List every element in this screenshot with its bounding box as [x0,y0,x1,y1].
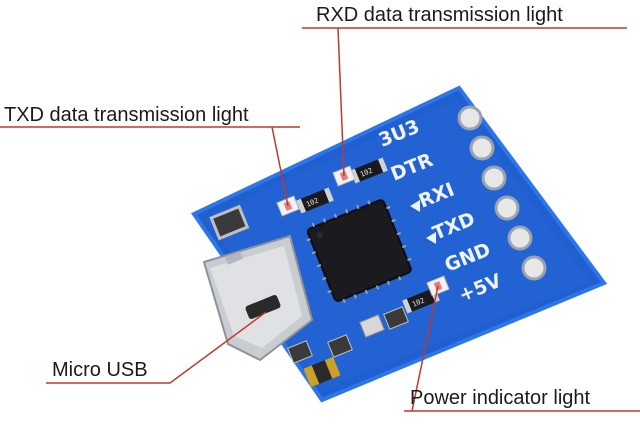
capacitor [327,334,353,358]
pin-pad [494,195,520,221]
usb-port-opening [245,295,281,319]
capacitor [383,306,409,330]
main-chip [306,199,412,304]
micro-usb-callout: Micro USB [52,359,148,381]
power-light-callout: Power indicator light [410,387,591,409]
rxd-leader-pointer [337,27,345,177]
txd-leader-pointer [271,126,289,207]
pin-pad [521,255,547,281]
power-leader-pointer [411,285,439,412]
resistor: 102 [402,287,440,314]
leader-lines [0,27,640,412]
pin-pad [507,225,533,251]
crystal [303,356,341,388]
pin-pad [457,105,483,131]
capacitor [359,314,385,338]
txd-light-callout: TXD data transmission light [4,104,249,126]
micro-usb-connector [202,234,314,362]
txd-arrow-icon [426,232,436,244]
capacitor [209,204,250,241]
micro-usb-leader-line [46,311,267,384]
rxd-light-callout: RXD data transmission light [316,4,563,26]
resistor: 102 [296,187,334,214]
capacitor [287,340,313,364]
pin-pads [457,105,547,281]
rxi-arrow-icon [410,200,420,212]
pin-pad [469,135,495,161]
pin-pad [481,165,507,191]
